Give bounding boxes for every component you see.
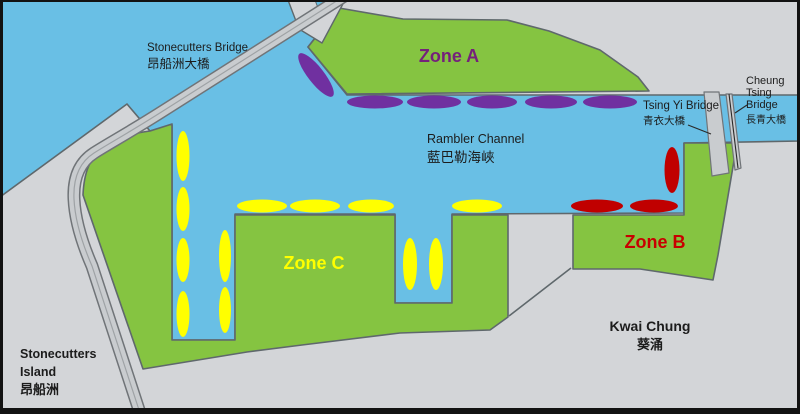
berth-marker-yellow: [429, 238, 443, 290]
tsing-yi-bridge-label-en: Tsing Yi Bridge: [643, 100, 720, 112]
zone-b-label: Zone B: [624, 232, 686, 252]
tsing-yi-bridge-label-zh: 青衣大橋: [643, 115, 685, 128]
tsing-yi-bridge-leader-line: [687, 124, 712, 135]
stonecutters-island-label: Stonecutters Island 昂船洲: [20, 345, 96, 399]
berth-marker-yellow: [452, 199, 502, 213]
kwai-chung-label-en: Kwai Chung: [609, 318, 691, 334]
berth-marker-purple: [298, 53, 334, 97]
zone-a-label: Zone A: [418, 46, 480, 66]
rambler-channel-label-en: Rambler Channel: [427, 132, 525, 146]
stonecutters-bridge-label: Stonecutters Bridge 昂船洲大橋: [147, 41, 248, 73]
cheung-tsing-bridge-label: Cheung Tsing Bridge 長青大橋: [746, 75, 786, 127]
berth-marker-yellow: [219, 230, 231, 282]
berth-marker-yellow: [237, 199, 287, 213]
cheung-tsing-bridge-label-line2: Tsing: [746, 87, 772, 99]
berth-marker-yellow: [176, 238, 190, 282]
berth-marker-red: [571, 199, 623, 213]
zone-a-area: [307, 7, 650, 95]
berth-marker-yellow: [176, 187, 190, 231]
map-frame-right: [797, 0, 800, 414]
berth-marker-purple: [407, 95, 461, 109]
kwai-chung-label: Kwai Chung 葵涌: [600, 318, 700, 353]
tsing-yi-bridge-label: Tsing Yi Bridge 青衣大橋: [643, 99, 719, 129]
stonecutters-island-label-zh: 昂船洲: [20, 382, 60, 397]
rambler-channel-label-zh: 藍巴勒海峽: [427, 149, 495, 165]
berth-marker-yellow: [219, 287, 231, 333]
stonecutters-island-label-line2: Island: [20, 365, 57, 379]
kwai-chung-label-zh: 葵涌: [636, 336, 663, 352]
stonecutters-bridge-label-en: Stonecutters Bridge: [147, 42, 249, 54]
tsing-yi-bridge: [703, 91, 730, 177]
berth-marker-yellow: [290, 199, 340, 213]
cheung-tsing-bridge-label-line3: Bridge: [746, 99, 778, 111]
berth-marker-yellow: [348, 199, 394, 213]
cheung-tsing-bridge-label-zh: 長青大橋: [746, 115, 786, 126]
map-frame-top: [0, 0, 800, 2]
cheung-tsing-bridge: [725, 93, 742, 171]
berth-marker-yellow: [176, 131, 190, 181]
stonecutters-bridge-road: [67, 0, 350, 414]
berth-marker-purple: [467, 95, 517, 109]
zone-c-label: Zone C: [283, 253, 345, 273]
cheung-tsing-bridge-label-line1: Cheung: [746, 75, 785, 87]
berth-marker-red: [664, 147, 680, 193]
rambler-channel-label: Rambler Channel 藍巴勒海峽: [427, 132, 524, 167]
berths-layer: [176, 53, 680, 337]
cheung-tsing-bridge-leader-line: [734, 104, 748, 114]
berth-marker-yellow: [176, 291, 190, 337]
berth-marker-yellow: [403, 238, 417, 290]
map-frame-left: [0, 0, 3, 414]
zone-b-area: [572, 142, 738, 281]
map-frame-bottom: [0, 408, 800, 414]
berth-marker-purple: [347, 95, 403, 109]
stonecutters-bridge-label-zh: 昂船洲大橋: [147, 57, 210, 72]
berth-marker-purple: [583, 95, 637, 109]
berth-marker-purple: [525, 95, 577, 109]
berth-marker-red: [630, 199, 678, 213]
kwai-chung-boundary-line: [508, 267, 572, 317]
stonecutters-island-label-line1: Stonecutters: [20, 347, 97, 361]
